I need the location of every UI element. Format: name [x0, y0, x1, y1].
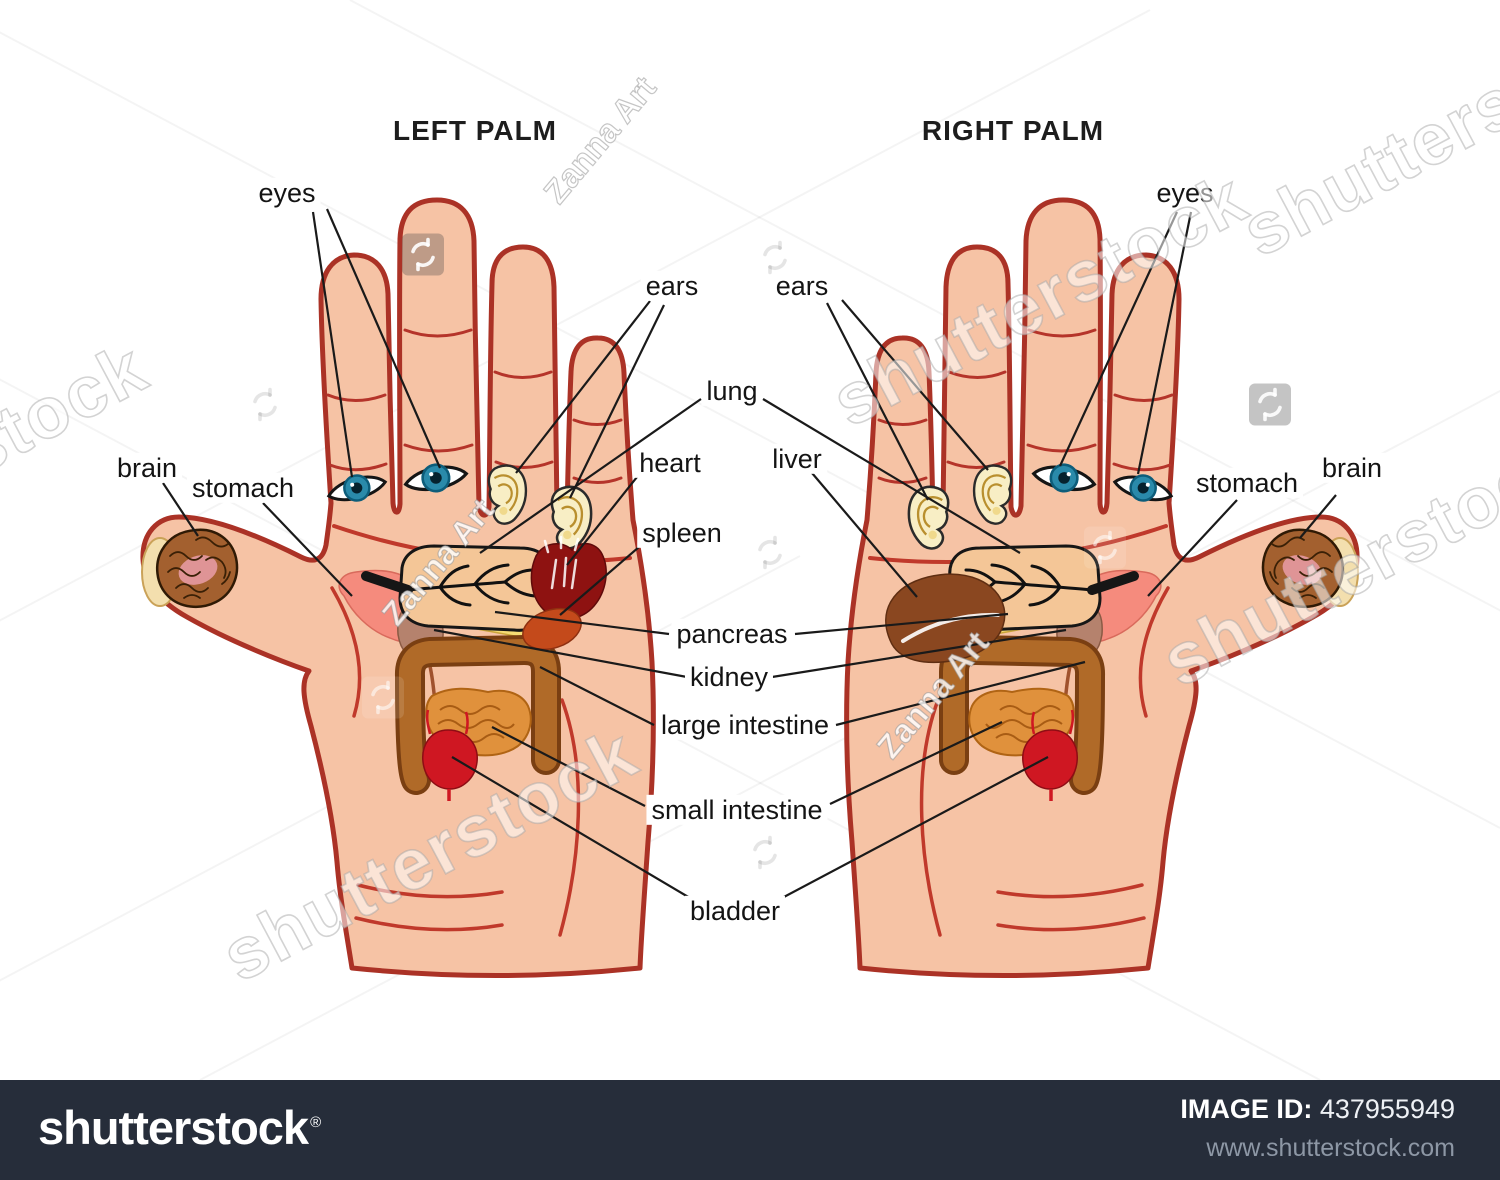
spleen-organ — [522, 607, 582, 651]
line-spleen — [559, 540, 647, 616]
line-large-intestine-left — [539, 666, 655, 726]
label-ears-left: ears — [640, 270, 704, 302]
line-bladder-left — [451, 756, 691, 899]
left-palm-title: LEFT PALM — [392, 115, 558, 146]
line-ears-right-1 — [826, 302, 929, 501]
label-heart: heart — [634, 447, 706, 479]
line-eyes-right-2 — [1136, 211, 1193, 475]
label-stomach-right: stomach — [1190, 467, 1304, 499]
line-lung-left — [479, 398, 702, 554]
shutterstock-footer-bar: shutterstock® IMAGE ID: 437955949 www.sh… — [0, 1080, 1500, 1180]
line-kidney-right — [771, 628, 1067, 679]
right-palm-title: RIGHT PALM — [921, 115, 1105, 146]
line-kidney-left — [433, 628, 688, 679]
line-small-intestine-left — [491, 726, 646, 807]
line-ears-left-1 — [515, 300, 651, 474]
line-small-intestine-right — [829, 721, 1003, 805]
line-liver — [811, 472, 918, 598]
label-liver: liver — [767, 443, 827, 475]
label-eyes-right: eyes — [1151, 177, 1219, 209]
line-eyes-right-1 — [1059, 211, 1178, 467]
line-eyes-left-1 — [311, 211, 354, 478]
connector-lines — [162, 208, 1337, 899]
label-ears-right: ears — [770, 270, 834, 302]
line-eyes-left-2 — [325, 208, 442, 469]
line-large-intestine-right — [835, 660, 1086, 727]
label-pancreas: pancreas — [671, 618, 793, 650]
label-large-intestine: large intestine — [655, 709, 835, 741]
label-stomach-left: stomach — [186, 472, 300, 504]
line-stomach-right — [1147, 499, 1238, 597]
label-kidney: kidney — [684, 661, 774, 693]
label-small-intestine: small intestine — [646, 794, 828, 826]
image-id: IMAGE ID: 437955949 — [1180, 1094, 1455, 1124]
label-brain-right: brain — [1316, 452, 1388, 484]
hand-reflexology-illustration — [0, 0, 1500, 1080]
line-heart — [566, 471, 642, 566]
line-pancreas-right — [794, 612, 1009, 636]
label-spleen: spleen — [637, 517, 727, 549]
line-lung-right — [762, 398, 1021, 554]
label-lung: lung — [701, 375, 763, 407]
line-brain-left — [162, 482, 199, 537]
line-bladder-right — [781, 756, 1049, 899]
label-brain-left: brain — [111, 452, 183, 484]
line-ears-right-2 — [841, 299, 989, 471]
registered-mark-icon: ® — [310, 1114, 321, 1132]
line-pancreas-left — [494, 610, 670, 636]
label-bladder: bladder — [684, 895, 786, 927]
line-ears-left-2 — [569, 304, 665, 499]
line-brain-right — [1299, 494, 1337, 539]
shutterstock-logo: shutterstock® — [38, 1101, 321, 1154]
line-stomach-left — [262, 502, 353, 597]
heart-organ — [530, 535, 607, 620]
shutterstock-url: www.shutterstock.com — [1206, 1134, 1455, 1162]
label-eyes-left: eyes — [253, 177, 321, 209]
